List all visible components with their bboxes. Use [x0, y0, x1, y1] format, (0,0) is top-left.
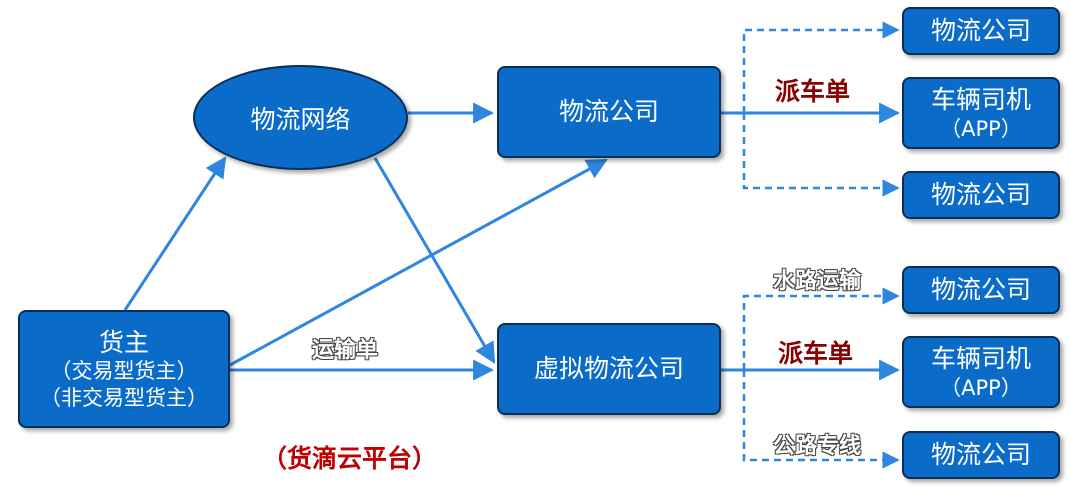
- bottom-right-company-2-label: 物流公司: [930, 440, 1031, 470]
- edge-owner-to-company: [229, 158, 608, 367]
- edge-owner-to-network: [123, 156, 227, 311]
- edge-company-dashed-bottom: [742, 113, 900, 197]
- logistics-network-node: 物流网络: [193, 65, 408, 170]
- bottom-right-driver-node: 车辆司机 （APP）: [902, 336, 1060, 408]
- cargo-owner-trading: （交易型货主）: [50, 359, 198, 384]
- edge-virtual-dashed-bottom: [742, 370, 900, 469]
- transport-order-label: 运输单: [312, 337, 379, 363]
- virtual-logistics-company-node: 虚拟物流公司: [497, 323, 721, 415]
- edge-network-to-virtual: [373, 157, 496, 364]
- logistics-network-label: 物流网络: [250, 104, 351, 134]
- top-right-company-2: 物流公司: [902, 171, 1060, 219]
- cargo-owner-node: 货主 （交易型货主） （非交易型货主）: [18, 310, 230, 428]
- edge-virtual-dashed-top: [742, 287, 900, 370]
- virtual-logistics-company-label: 虚拟物流公司: [533, 354, 684, 384]
- bottom-right-company-1: 物流公司: [902, 266, 1060, 314]
- top-right-driver-sub: （APP）: [940, 116, 1022, 141]
- top-right-company-2-label: 物流公司: [930, 180, 1031, 210]
- top-right-driver-title: 车辆司机: [930, 85, 1031, 115]
- bottom-right-company-2: 物流公司: [902, 431, 1060, 479]
- highway-line-label: 公路专线: [773, 433, 862, 459]
- waterway-transport-label: 水路运输: [773, 268, 862, 294]
- top-right-company-1: 物流公司: [902, 7, 1060, 55]
- cargo-owner-non-trading: （非交易型货主）: [40, 385, 208, 410]
- bottom-right-driver-sub: （APP）: [940, 375, 1022, 400]
- logistics-company-label: 物流公司: [558, 97, 659, 127]
- cargo-owner-title: 货主: [98, 328, 149, 358]
- dispatch-order-label-top: 派车单: [775, 77, 851, 106]
- top-right-driver-node: 车辆司机 （APP）: [902, 77, 1060, 149]
- logistics-company-node: 物流公司: [497, 66, 721, 158]
- bottom-right-company-1-label: 物流公司: [930, 275, 1031, 305]
- edge-company-dashed-top: [742, 21, 900, 113]
- top-right-company-1-label: 物流公司: [930, 16, 1031, 46]
- platform-label: （货滴云平台）: [262, 444, 438, 473]
- dispatch-order-label-bottom: 派车单: [778, 339, 854, 368]
- bottom-right-driver-title: 车辆司机: [930, 344, 1031, 374]
